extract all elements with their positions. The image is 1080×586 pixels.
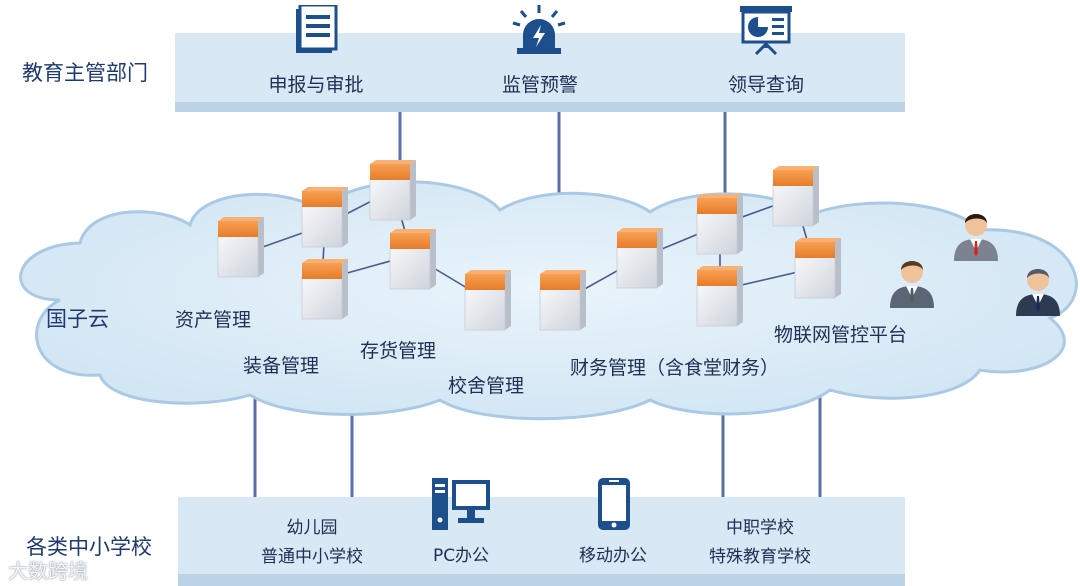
server-cube (696, 266, 743, 327)
supervision-warning-label: 监管预警 (501, 74, 579, 96)
cloud-label: 国子云 (46, 307, 109, 331)
kindergarten-label: 幼儿园 (286, 518, 338, 538)
module-finance-management: 财务管理（含食堂财务） (570, 357, 780, 379)
module-iot-platform: 物联网管控平台 (774, 324, 908, 346)
server-cube (696, 194, 743, 255)
edu-dept-label: 教育主管部门 (22, 61, 148, 85)
businessman-icon (1016, 269, 1060, 316)
vocational-school-label: 中职学校 (726, 518, 794, 538)
server-cube (539, 270, 586, 331)
module-asset-management: 资产管理 (175, 309, 252, 331)
pc-office-label: PC办公 (432, 546, 490, 566)
special-school-label: 特殊教育学校 (709, 547, 811, 567)
alarm-light-icon (512, 5, 566, 54)
edu-dept-platform (175, 33, 905, 112)
module-school-building-management: 校舍管理 (448, 375, 525, 397)
watermark: 大数跨境 (8, 559, 88, 583)
server-cube (301, 187, 348, 248)
module-inventory-management: 存货管理 (360, 340, 437, 362)
desktop-computer-icon (432, 478, 490, 530)
businessman-icon (954, 214, 998, 261)
mobile-phone-icon (598, 478, 630, 530)
module-equipment-management: 装备管理 (243, 355, 320, 377)
presentation-board-icon (740, 6, 792, 56)
server-cube (772, 166, 819, 227)
general-school-label: 普通中小学校 (261, 547, 363, 567)
server-cube (389, 229, 436, 290)
schools-platform (178, 497, 905, 586)
schools-label: 各类中小学校 (26, 535, 152, 559)
document-icon (296, 5, 338, 53)
server-cube (616, 228, 663, 289)
server-cube (794, 238, 841, 299)
server-cube (369, 160, 416, 221)
server-cube (301, 259, 348, 320)
mobile-office-label: 移动办公 (579, 546, 647, 566)
businessman-icon (890, 261, 934, 308)
leader-query-label: 领导查询 (727, 74, 805, 96)
server-cubes (217, 160, 841, 331)
connector-lines (253, 112, 822, 497)
server-cube (464, 270, 511, 331)
server-cube (217, 217, 264, 278)
declare-approve-label: 申报与审批 (268, 74, 364, 96)
